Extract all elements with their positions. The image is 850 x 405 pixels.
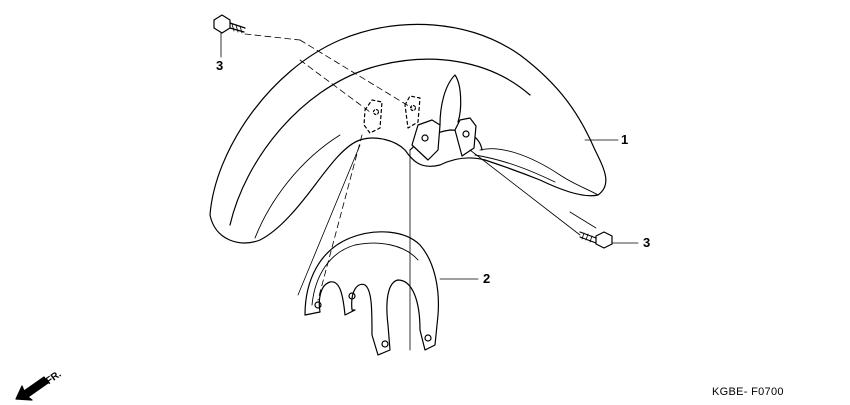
diagram-code: KGBE- F0700 [712, 386, 784, 398]
fender-brace-bracket [304, 231, 440, 356]
bolt-top [213, 14, 246, 34]
bolt-right [579, 231, 613, 249]
callout-bolt-right: 3 [643, 235, 651, 250]
front-fender [209, 23, 607, 244]
callout-fender: 1 [621, 132, 629, 147]
leader-lines [220, 32, 639, 351]
front-direction-arrow [15, 376, 49, 401]
callout-bolt-top: 3 [216, 58, 224, 73]
callout-bracket: 2 [483, 271, 491, 286]
